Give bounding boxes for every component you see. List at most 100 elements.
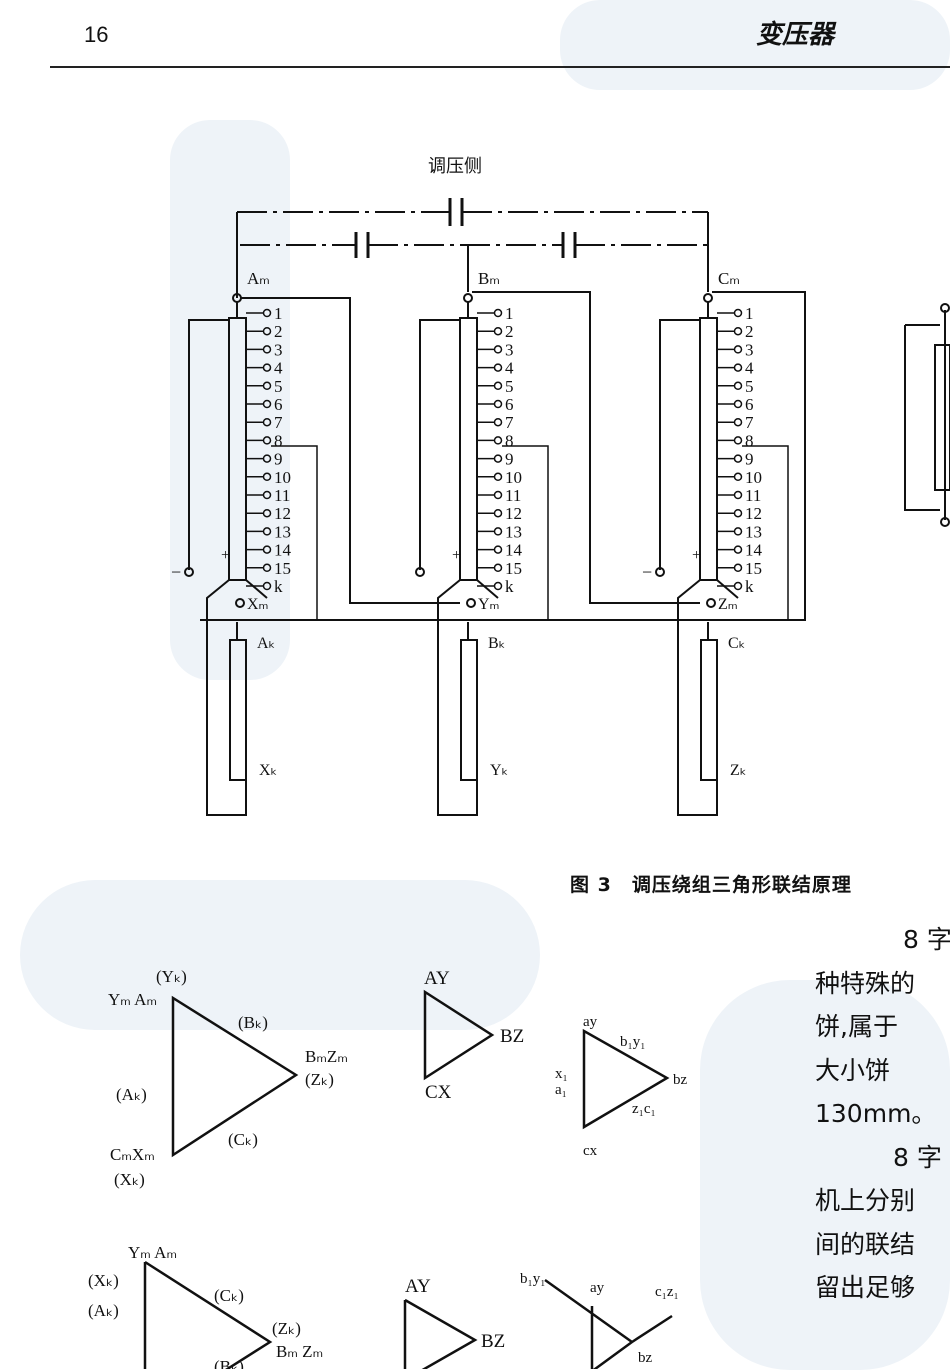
tap-contact [262, 399, 272, 409]
header-rule [50, 66, 950, 68]
body-text-column: 8 字 种特殊的 饼,属于 大小饼 130mm。 8 字 机上分别 间的联结 留… [815, 918, 950, 1310]
label: ay [583, 1014, 598, 1030]
tap-label: 2 [745, 322, 754, 341]
scan-watermark [20, 880, 540, 1030]
text-line: 饼,属于 [815, 1012, 898, 1041]
label: b₁y₁ [520, 1271, 545, 1287]
label: ay [590, 1280, 605, 1296]
tap-contact [493, 417, 503, 427]
label: bz [673, 1072, 688, 1088]
minus-sign: − [171, 562, 181, 582]
label: (Yₖ) [156, 967, 187, 986]
tap-contact [493, 399, 503, 409]
label: (Aₖ) [116, 1085, 147, 1104]
tap-label: 14 [745, 541, 763, 560]
tap-contact [733, 490, 743, 500]
label: AY [405, 1276, 431, 1297]
side-label: 调压侧 [428, 156, 482, 176]
tap-contact [262, 308, 272, 318]
plus-sign: + [692, 547, 701, 564]
label: (Xₖ) [88, 1271, 119, 1290]
label: (Bₖ) [214, 1357, 244, 1369]
label: c₁z₁ [655, 1284, 679, 1300]
tap-label: 8 [274, 431, 283, 450]
tap-label: 6 [505, 395, 514, 414]
tap-label: 7 [274, 413, 283, 432]
tap-label: 10 [274, 468, 291, 487]
tap-label: 14 [274, 541, 292, 560]
tap-contact [493, 508, 503, 518]
label: (Aₖ) [88, 1301, 119, 1320]
tail-label: Xₘ [247, 596, 269, 613]
tap-label: 11 [745, 486, 761, 505]
text-line: 间的联结 [815, 1229, 916, 1259]
tail-label: Yₘ [478, 596, 500, 613]
tap-label: 10 [505, 468, 522, 487]
label: (Xₖ) [114, 1170, 145, 1189]
triangle-2: AY BZ CX [423, 968, 524, 1103]
triangle-4: Yₘ Aₘ (Xₖ) (Cₖ) (Aₖ) (Zₖ) Bₘ Zₘ (Bₖ) [88, 1243, 323, 1369]
tap-contact [493, 581, 503, 591]
tap-contact [493, 563, 503, 573]
minus-sign: − [642, 562, 652, 582]
tap-contact [733, 508, 743, 518]
plus-sign: + [452, 547, 461, 564]
tap-contact [493, 326, 503, 336]
tap-contact [733, 454, 743, 463]
coil-bottom-label: Yₖ [490, 762, 508, 779]
tap-label: 1 [505, 304, 514, 323]
tap-contact [262, 508, 272, 518]
label: a₁ [555, 1082, 567, 1098]
terminal-label: Aₘ [247, 269, 270, 288]
tap-label: 12 [745, 504, 762, 523]
label: cx [583, 1143, 598, 1159]
tap-label: 4 [274, 359, 283, 378]
tap-label: 15 [745, 559, 762, 578]
text-line: 种特殊的 [815, 968, 916, 998]
triangle-3: ay b₁y₁ x₁ a₁ bz z₁c₁ cx [555, 1014, 688, 1159]
tap-label: 9 [274, 450, 283, 469]
tap-contact [493, 454, 503, 463]
tap-contact [262, 381, 272, 391]
tap-label: 8 [505, 431, 514, 450]
tap-contact [493, 545, 503, 554]
tap-contact [493, 490, 503, 500]
partial-winding [904, 303, 950, 527]
tap-label: 4 [505, 359, 514, 378]
tap-contact [733, 581, 743, 591]
tap-label: 13 [745, 522, 762, 541]
tap-contact [262, 454, 272, 463]
tap-label: 9 [745, 450, 754, 469]
tap-label: 9 [505, 450, 514, 469]
tap-label: 6 [745, 395, 754, 414]
label: (Bₖ) [238, 1013, 268, 1032]
tap-label: 11 [505, 486, 521, 505]
tap-contact [493, 308, 503, 318]
tap-label: 7 [505, 413, 514, 432]
tap-label: k [274, 577, 283, 596]
tap-label: 3 [745, 340, 754, 359]
label: (Cₖ) [214, 1286, 244, 1305]
tail-label: Zₘ [718, 596, 738, 613]
text-line: 大小饼 [815, 1055, 891, 1085]
tap-label: 8 [745, 431, 754, 450]
tap-contact [262, 563, 272, 573]
tap-contact [262, 363, 272, 372]
label: (Zₖ) [272, 1319, 301, 1338]
text-line: 8 字 [903, 925, 950, 954]
text-line: 留出足够 [815, 1273, 916, 1302]
tap-contact [262, 490, 272, 500]
label: Yₘ Aₘ [128, 1243, 177, 1262]
page-number: 16 [84, 22, 109, 47]
scan-watermark [560, 0, 950, 90]
tap-contact [733, 563, 743, 573]
terminal-label: Bₘ [478, 269, 500, 288]
tap-label: 3 [274, 340, 283, 359]
coil-top-label: Bₖ [488, 635, 505, 652]
tap-label: k [505, 577, 514, 596]
tap-label: 7 [745, 413, 754, 432]
tap-contact [493, 472, 503, 482]
